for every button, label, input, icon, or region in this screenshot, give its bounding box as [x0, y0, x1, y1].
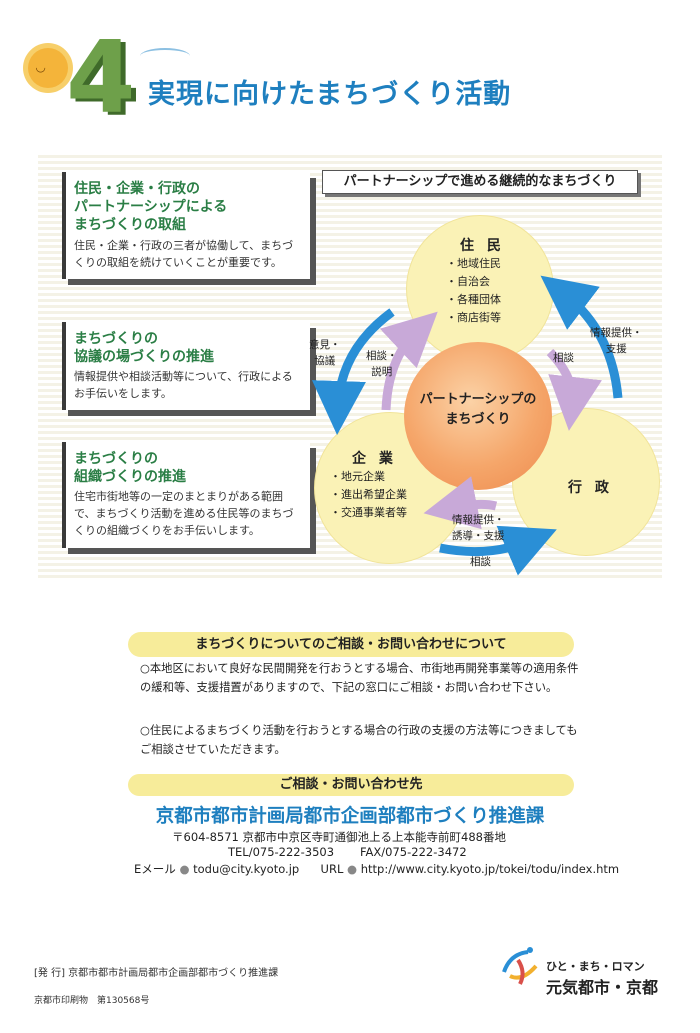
list-item: ・地域住民	[446, 257, 501, 270]
consult-heading: まちづくりについてのご相談・お問い合わせについて	[128, 632, 574, 657]
label-line: 相談・	[366, 350, 398, 362]
government-title: 行 政	[568, 480, 613, 496]
card-title-line: 組織づくりの推進	[74, 469, 186, 486]
consult-note: ○本地区において良好な民間開発を行おうとする場合、市街地再開発事業等の適用条件の…	[140, 662, 579, 694]
list-item: ・進出希望企業	[330, 488, 407, 502]
list-item: ・自治会	[446, 275, 490, 289]
label-consult-right: 相談	[553, 351, 574, 367]
contact-fax: FAX/075-222-3472	[360, 845, 467, 859]
label-consult-explain: 相談・ 説明	[366, 349, 398, 381]
card-title: まちづくりの 組織づくりの推進	[74, 450, 300, 486]
bullet-icon: ●	[347, 862, 358, 876]
card-body: 住民・企業・行政の三者が協働して、まちづくりの取組を続けていくことが重要です。	[74, 238, 294, 269]
center-line: まちづくり	[445, 411, 511, 427]
residents-list: ・地域住民 ・自治会 ・各種団体 ・商店街等	[446, 255, 501, 328]
arrow-companies-to-residents	[379, 311, 438, 411]
publisher-label: [発 行]	[34, 968, 65, 979]
label-line: 情報提供・	[590, 327, 643, 339]
label-line: 相談	[553, 352, 574, 364]
card-consultation: まちづくりの 協議の場づくりの推進 情報提供や相談活動等について、行政によるお手…	[62, 322, 310, 411]
label-info-support-right: 情報提供・ 支援	[590, 326, 643, 358]
diagram-arrows	[311, 275, 623, 576]
diagram-heading: パートナーシップで進める継続的なまちづくり	[322, 170, 638, 194]
card-title: まちづくりの 協議の場づくりの推進	[74, 330, 300, 366]
bullet-icon: ●	[179, 862, 190, 876]
section-number: 4	[66, 19, 136, 136]
contact-tel: TEL/075-222-3503	[228, 845, 335, 859]
card-title-line: まちづくりの	[74, 451, 158, 467]
companies-title: 企 業	[352, 451, 397, 467]
card-title-line: まちづくりの取組	[74, 217, 186, 234]
page-title: 実現に向けたまちづくり活動	[148, 79, 512, 110]
card-title: 住民・企業・行政の パートナーシップによる まちづくりの取組	[74, 180, 300, 235]
publisher-line: [発 行] 京都市都市計画局都市企画部都市づくり推進課	[34, 964, 278, 979]
companies-list: ・地元企業 ・進出希望企業 ・交通事業者等	[330, 468, 407, 522]
arrow-government-to-companies	[423, 476, 498, 530]
label-consult-bottom: 相談	[470, 555, 491, 571]
cloud-icon	[140, 48, 190, 64]
center-line: パートナーシップの	[419, 392, 537, 407]
arrow-government-to-residents	[540, 275, 623, 399]
card-partnership: 住民・企業・行政の パートナーシップによる まちづくりの取組 住民・企業・行政の…	[62, 172, 310, 279]
url-label: URL	[320, 862, 344, 876]
card-organization: まちづくりの 組織づくりの推進 住宅市街地等の一定のまとまりがある範囲で、まちづ…	[62, 442, 310, 548]
card-title-line: 住民・企業・行政の	[74, 181, 200, 197]
list-item: ・各種団体	[446, 293, 501, 307]
contact-web-line: Eメール ● todu@city.kyoto.jp URL ● http://w…	[134, 861, 619, 877]
list-item: ・商店街等	[446, 311, 501, 325]
label-line: 情報提供・	[452, 514, 505, 526]
sun-icon	[28, 48, 68, 88]
card-title-line: 協議の場づくりの推進	[74, 349, 214, 366]
email-link[interactable]: todu@city.kyoto.jp	[193, 862, 300, 876]
label-line: 支援	[605, 342, 627, 355]
print-number: 京都市印刷物 第130568号	[34, 996, 150, 1006]
label-line: 協議	[314, 354, 336, 367]
partnership-center-text: パートナーシップの まちづくり	[404, 390, 552, 429]
card-title-line: パートナーシップによる	[74, 199, 228, 216]
arrow-companies-to-government	[439, 525, 557, 576]
consult-note: ○住民によるまちづくり活動を行おうとする場合の行政の支援の方法等につきましてもご…	[140, 724, 578, 756]
label-info-guidance: 情報提供・ 誘導・支援	[452, 513, 505, 545]
card-body: 住宅市街地等の一定のまとまりがある範囲で、まちづくり活動を進める住民等のまちづく…	[74, 490, 294, 538]
publisher-name: 京都市都市計画局都市企画部都市づくり推進課	[68, 968, 279, 979]
logo-tagline: ひと・まち・ロマン	[546, 960, 645, 973]
label-line: 説明	[371, 365, 393, 378]
sun-face-icon: ◡	[36, 60, 46, 74]
label-line: 誘導・支援	[452, 529, 505, 542]
url-link[interactable]: http://www.city.kyoto.jp/tokei/todu/inde…	[360, 862, 620, 876]
postal-address: 〒604-8571 京都市中京区寺町通御池上る上本能寺前町488番地	[172, 830, 506, 844]
contact-heading: ご相談・お問い合わせ先	[128, 774, 574, 796]
list-item: ・交通事業者等	[330, 506, 407, 520]
card-title-line: まちづくりの	[74, 331, 158, 347]
arrow-residents-to-government	[546, 348, 602, 431]
label-line: 意見・	[309, 339, 341, 351]
email-label: Eメール	[134, 862, 176, 876]
residents-title: 住 民	[460, 238, 505, 254]
card-body: 情報提供や相談活動等について、行政によるお手伝いをします。	[74, 370, 293, 401]
label-opinion: 意見・ 協議	[309, 338, 341, 370]
list-item: ・地元企業	[330, 470, 385, 483]
department-name: 京都市都市計画局都市企画部都市づくり推進課	[155, 806, 545, 827]
kyoto-logo-icon	[502, 947, 538, 985]
label-line: 相談	[470, 556, 491, 568]
logo-name: 元気都市・京都	[546, 978, 659, 997]
